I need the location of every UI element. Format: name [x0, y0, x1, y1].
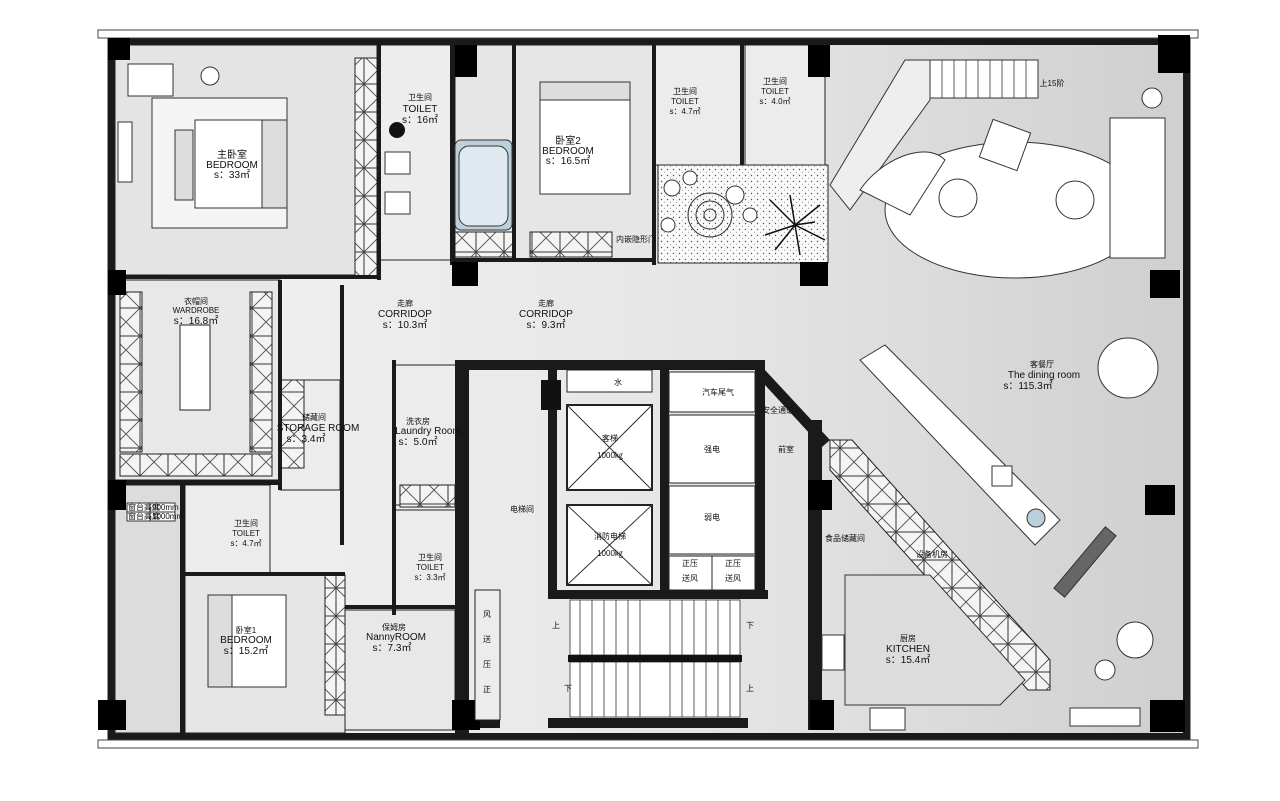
legend: [126, 502, 176, 522]
toilet-a-en: TOILET: [403, 104, 438, 115]
core-labels: 电梯间 客梯 1000㎏ 消防电梯 1000㎏ 水 汽车尾气 强电 弱电 前室 …: [483, 377, 794, 694]
wind-1: 风: [483, 610, 491, 619]
toilet-a-cn: 卫生间: [408, 92, 432, 102]
legend-3: 900mm: [152, 503, 179, 512]
wardrobe-cn: 衣帽间: [184, 296, 208, 306]
laundry-en: Laundry Room: [395, 426, 461, 437]
nanny-cn: 保姆房: [382, 622, 406, 632]
bedroom2-cn: 卧室2: [555, 134, 581, 147]
nanny-area: s：7.3㎡: [373, 642, 412, 654]
toilet-b-en: TOILET: [671, 97, 699, 106]
corridor1-area: s：10.3㎡: [383, 319, 427, 331]
bedroom1-en: BEDROOM: [220, 635, 272, 646]
stair-down-2: 下: [564, 684, 572, 693]
toilet-a-area: s：16㎡: [402, 114, 438, 126]
toilet-b-cn: 卫生间: [673, 86, 697, 96]
toilet-d-en: TOILET: [232, 529, 260, 538]
bedroom2-bed: [539, 81, 631, 195]
room-labels: 主卧室 BEDROOM s：33㎡ 卫生间 TOILET s：16㎡ 卧室2 B…: [128, 76, 1080, 666]
exhaust-label: 汽车尾气: [702, 387, 734, 397]
living-en: The dining room: [1008, 370, 1080, 381]
corridor2-area: s：9.3㎡: [527, 319, 566, 331]
garden-label: 内嵌隐形门: [616, 234, 656, 244]
storage-area: s：3.4㎡: [287, 433, 326, 445]
toilet-c-en: TOILET: [761, 87, 789, 96]
pressure-2: 送风: [682, 573, 698, 583]
elevator-label: 客梯: [602, 433, 618, 443]
storage-en: STORAGE ROOM: [277, 423, 360, 434]
master-bedroom-cn: 主卧室: [217, 148, 247, 161]
stair-down-1: 下: [746, 621, 754, 630]
toilet-e-cn: 卫生间: [418, 552, 442, 562]
living-area: s：115.3㎡: [1003, 380, 1052, 392]
wardrobe-cabinets: [119, 57, 1051, 716]
safe-passage-label: 安全通道: [762, 405, 794, 415]
toilet-e-area: s：3.3㎡: [414, 573, 445, 582]
corridor2-en: CORRIDOP: [519, 309, 573, 320]
legend-1: 窗台高度: [128, 502, 160, 512]
bedroom2-en: BEDROOM: [542, 146, 594, 157]
storage-cn: 储藏间: [302, 412, 326, 422]
fire-elevator-label: 消防电梯: [594, 531, 626, 541]
living-furniture: [829, 59, 1166, 727]
toilet-d-cn: 卫生间: [234, 518, 258, 528]
corridor1-en: CORRIDOP: [378, 309, 432, 320]
living-cn: 客餐厅: [1030, 359, 1054, 369]
legend-4: 1000mm: [152, 512, 183, 521]
kitchen-area: s：15.4㎡: [886, 654, 930, 666]
laundry-cn: 洗衣房: [406, 416, 430, 426]
wind-3: 压: [483, 660, 491, 669]
food-room-label: 食品储藏间: [825, 533, 865, 543]
fire-elevator-size: 1000㎏: [597, 549, 623, 559]
kitchen-en: KITCHEN: [886, 644, 930, 655]
equip-room-label: 设备机房: [916, 549, 948, 559]
garden: [660, 170, 826, 256]
bedroom1-bed: [207, 594, 287, 688]
columns: [98, 35, 1190, 732]
corridor2-cn: 走廊: [538, 298, 554, 308]
stairs-label: 上15阶: [1040, 78, 1065, 88]
bedroom1-cn: 卧室1: [236, 625, 257, 635]
water-label: 水: [614, 377, 622, 387]
pressure-3: 正压: [725, 559, 741, 568]
weak-power-label: 弱电: [704, 512, 720, 522]
wardrobe-en: WARDROBE: [173, 306, 220, 315]
elevator-size: 1000㎏: [597, 451, 623, 461]
toilet-e-en: TOILET: [416, 563, 444, 572]
wind-4: 正: [483, 685, 491, 694]
laundry-area: s：5.0㎡: [399, 436, 438, 448]
elevator-room-label: 电梯间: [510, 504, 534, 514]
outer-walls: [97, 29, 1199, 749]
front-room-label: 前室: [778, 444, 794, 454]
bedroom2-area: s：16.5㎡: [546, 155, 590, 167]
corridor1-cn: 走廊: [397, 298, 413, 308]
legend-2: 窗台高度: [128, 511, 160, 521]
toilet-c-cn: 卫生间: [763, 76, 787, 86]
stair-up-2: 上: [746, 684, 754, 693]
internal-walls: [115, 45, 830, 735]
kitchen: [821, 574, 1026, 731]
master-bed: [117, 63, 288, 229]
wind-2: 送: [483, 634, 491, 644]
toilet-b-area: s：4.7㎡: [669, 107, 700, 116]
wardrobe-island: [179, 324, 211, 411]
toilet-d-area: s：4.7㎡: [230, 539, 261, 548]
bedroom1-area: s：15.2㎡: [224, 645, 268, 657]
stair-up-1: 上: [552, 621, 560, 630]
kitchen-cn: 厨房: [900, 633, 916, 643]
strong-power-label: 强电: [704, 444, 720, 454]
toilet-c-area: s：4.0㎡: [759, 97, 790, 106]
pressure-1: 正压: [682, 559, 698, 568]
wardrobe-area: s：16.8㎡: [174, 315, 218, 327]
core: [474, 369, 756, 721]
pressure-4: 送风: [725, 573, 741, 583]
master-bedroom-en: BEDROOM: [206, 160, 258, 171]
nanny-en: NannyROOM: [366, 632, 426, 643]
bathtub: [384, 122, 513, 231]
master-bedroom-area: s：33㎡: [214, 169, 250, 181]
